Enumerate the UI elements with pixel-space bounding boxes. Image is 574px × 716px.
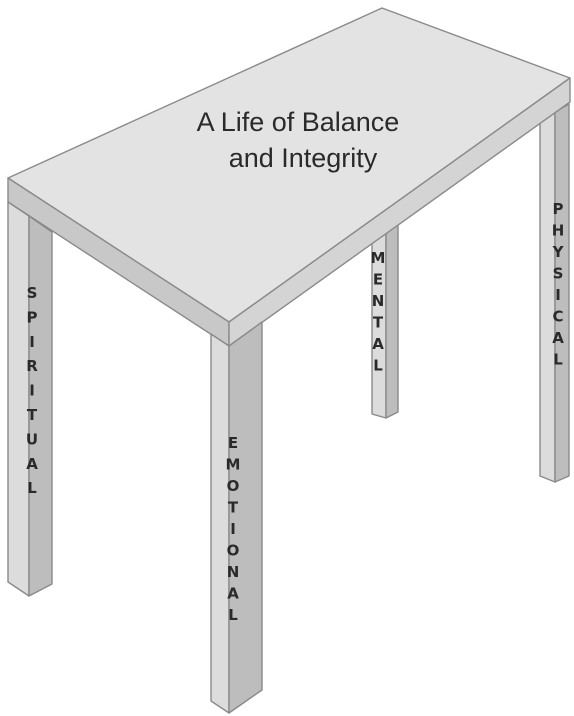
title-line-1: A Life of Balance: [197, 107, 400, 137]
emotional-label-letter: I: [230, 520, 236, 538]
emotional-label-letter: M: [226, 456, 241, 474]
emotional-label-letter: T: [228, 499, 239, 517]
emotional-label-letter: N: [227, 563, 240, 581]
physical-label-letter: L: [553, 351, 563, 369]
spiritual-label-letter: R: [26, 357, 38, 375]
spiritual-label-letter: P: [27, 308, 38, 326]
physical-label-letter: A: [552, 329, 564, 347]
physical-label-letter: Y: [552, 243, 565, 261]
mental-label-letter: E: [373, 271, 383, 289]
mental-label-letter: L: [373, 357, 383, 375]
mental-label-letter: M: [371, 249, 386, 267]
physical-label-letter: H: [552, 222, 565, 240]
table-apron-right: [228, 77, 571, 347]
physical-label-letter: I: [555, 286, 561, 304]
physical-leg: [539, 103, 570, 483]
mental-label-letter: N: [372, 292, 385, 310]
spiritual-leg: [7, 201, 53, 597]
physical-label-letter: C: [552, 308, 563, 326]
spiritual-label-letter: I: [29, 333, 35, 351]
mental-label-letter: A: [372, 335, 384, 353]
physical-label-letter: S: [553, 265, 564, 283]
spiritual-label-letter: I: [29, 382, 35, 400]
title-line-2: and Integrity: [229, 143, 378, 173]
spiritual-label-letter: A: [26, 455, 38, 473]
emotional-label-letter: O: [227, 477, 240, 495]
mental-label-letter: T: [373, 314, 384, 332]
emotional-label-letter: L: [228, 606, 238, 624]
spiritual-label-letter: L: [27, 479, 37, 497]
emotional-label-letter: A: [227, 585, 239, 603]
physical-label-letter: P: [553, 200, 564, 218]
spiritual-label-letter: U: [26, 430, 38, 448]
spiritual-label-letter: S: [27, 284, 38, 302]
emotional-leg: [210, 321, 263, 714]
emotional-label-letter: E: [228, 434, 238, 452]
spiritual-label-letter: T: [27, 406, 38, 424]
emotional-label-letter: O: [227, 542, 240, 560]
